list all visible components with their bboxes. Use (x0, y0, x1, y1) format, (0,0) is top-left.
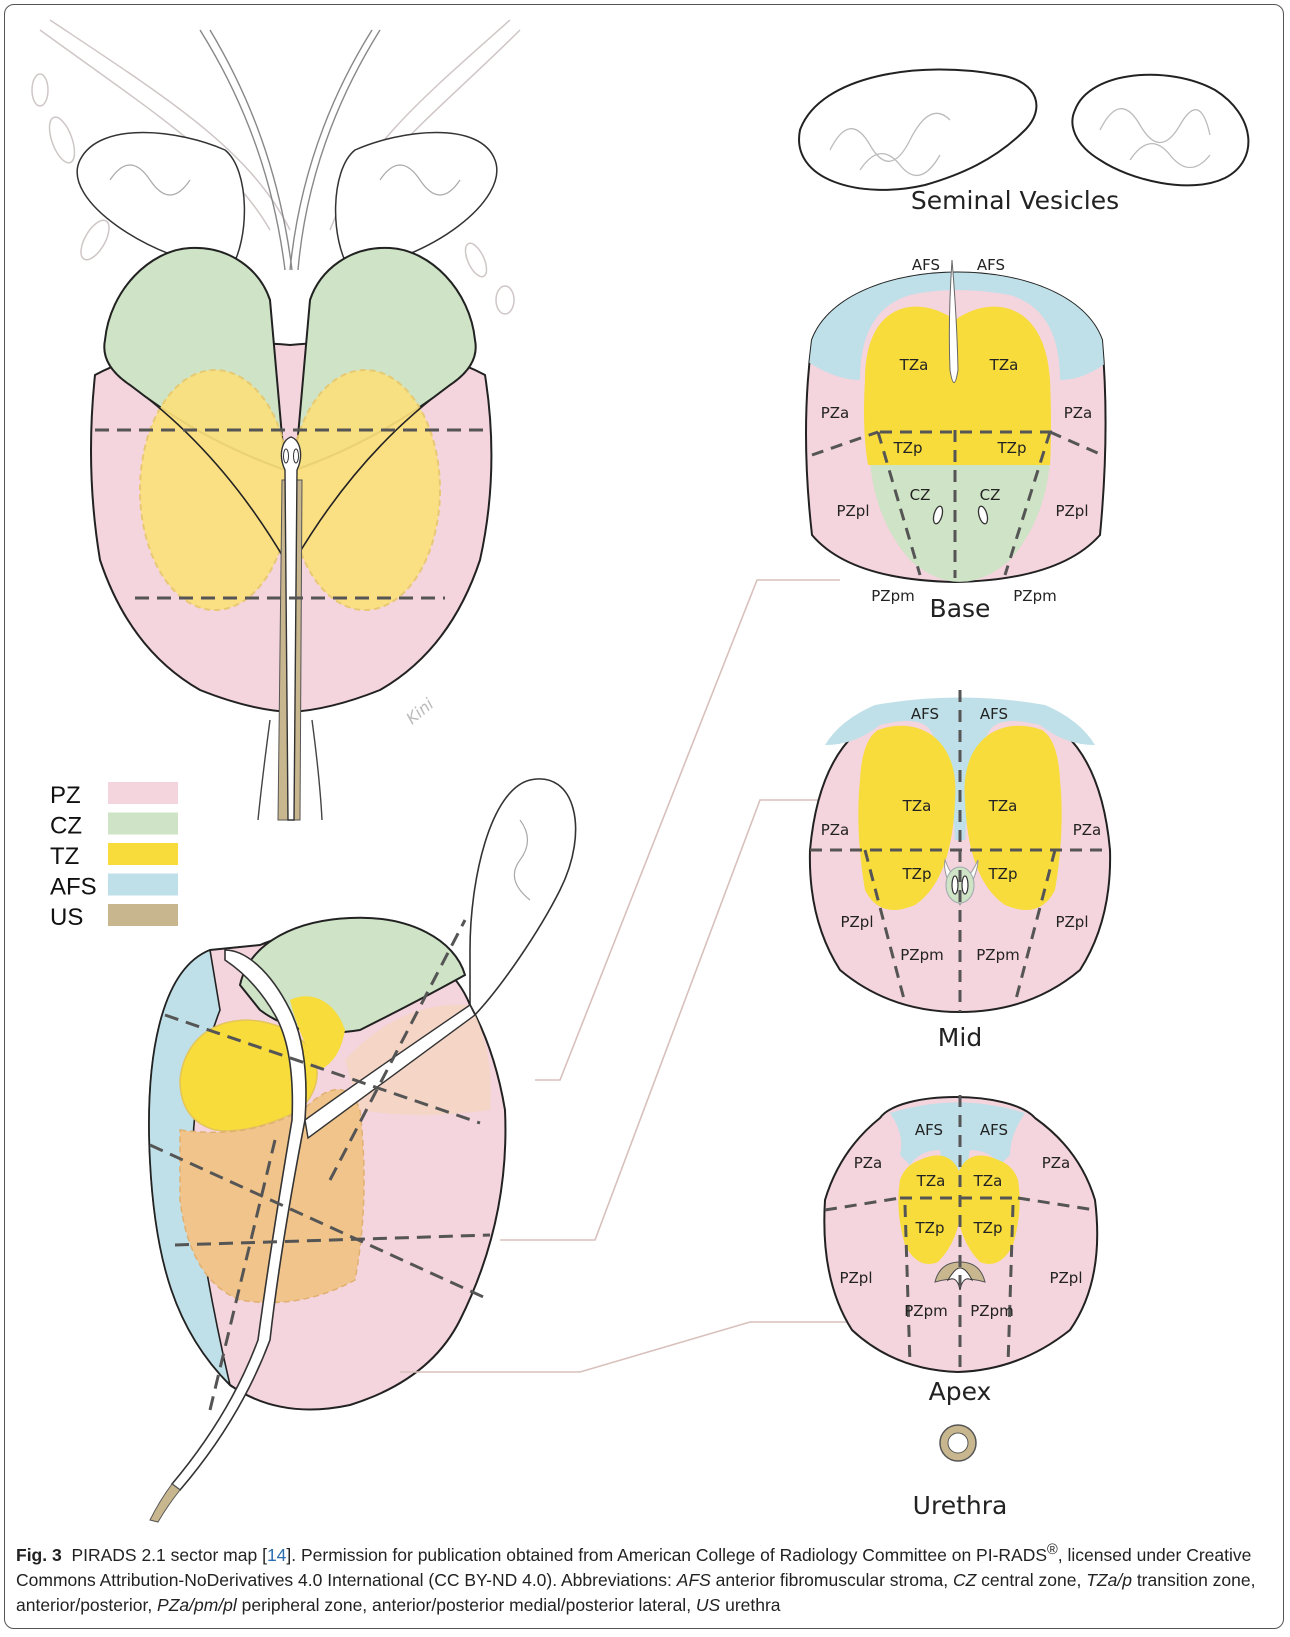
legend-label-cz: CZ (50, 813, 82, 840)
apex-label-tzp-left: TZp (915, 1219, 945, 1237)
base-label-pza-right: PZa (1064, 404, 1093, 422)
apex-label-pza-left: PZa (854, 1154, 883, 1172)
apex-label-afs-left: AFS (915, 1121, 943, 1139)
legend-swatch-afs (108, 874, 178, 896)
base-section: AFS AFS TZa TZa PZa PZa TZp TZp CZ CZ PZ… (805, 240, 1110, 623)
legend-label-pz: PZ (50, 782, 81, 809)
coronal-seminal-vesicle-right (336, 133, 497, 271)
apex-label-pzpl-right: PZpl (1049, 1269, 1082, 1287)
mid-label-pzpl-right: PZpl (1055, 913, 1088, 931)
mid-label-pza-right: PZa (1073, 821, 1102, 839)
seminal-vesicles-title: Seminal Vesicles (911, 186, 1119, 215)
urethra-title: Urethra (913, 1491, 1008, 1520)
urethra-section: Urethra (913, 1425, 1008, 1520)
legend-swatch-tz (108, 843, 178, 865)
mid-label-pza-left: PZa (821, 821, 850, 839)
apex-label-tza-left: TZa (916, 1172, 946, 1190)
base-label-pzpm-left: PZpm (871, 587, 914, 605)
legend: PZ CZ TZ AFS US (50, 782, 178, 931)
mid-label-tzp-right: TZp (988, 865, 1018, 883)
seminal-vesicle-right-cross-section (1072, 75, 1248, 186)
base-label-tzp-left: TZp (893, 439, 923, 457)
mid-label-afs-right: AFS (980, 705, 1008, 723)
seminal-vesicle-left-cross-section (799, 70, 1036, 190)
mid-title: Mid (938, 1023, 982, 1052)
base-label-afs-left: AFS (912, 256, 940, 274)
caption-registered-mark: ® (1047, 1542, 1058, 1558)
artist-signature: Kini (402, 694, 437, 728)
diagram-canvas: Kini PZ CZ TZ AFS US (0, 0, 1290, 1530)
caption-def-pz: peripheral zone, anterior/posterior medi… (237, 1595, 696, 1615)
mid-label-tza-right: TZa (988, 797, 1018, 815)
apex-label-pzpm-left: PZpm (904, 1302, 947, 1320)
caption-abbr-cz: CZ (953, 1570, 976, 1590)
base-title: Base (930, 594, 991, 623)
coronal-seminal-vesicle-left (77, 133, 244, 271)
coronal-tz-left (140, 370, 290, 610)
base-label-afs-right: AFS (977, 256, 1005, 274)
coronal-view: Kini (32, 20, 520, 820)
base-label-pzpl-right: PZpl (1055, 502, 1088, 520)
apex-label-pzpm-right: PZpm (970, 1302, 1013, 1320)
caption-reference-link[interactable]: 14 (267, 1545, 286, 1565)
base-leader-line (535, 580, 840, 1080)
apex-label-pzpl-left: PZpl (839, 1269, 872, 1287)
apex-leader-line (400, 1322, 870, 1372)
caption-def-cz: central zone, (976, 1570, 1086, 1590)
legend-swatch-pz (108, 782, 178, 804)
base-label-tza-right: TZa (989, 356, 1019, 374)
caption-text-1: PIRADS 2.1 sector map [ (71, 1545, 267, 1565)
base-label-cz-right: CZ (980, 486, 1001, 504)
base-label-tzp-right: TZp (997, 439, 1027, 457)
base-label-cz-left: CZ (910, 486, 931, 504)
legend-swatch-cz (108, 813, 178, 835)
sagittal-view (149, 580, 870, 1522)
caption-def-afs: anterior fibromuscular stroma, (711, 1570, 953, 1590)
mid-label-pzpm-left: PZpm (900, 946, 943, 964)
caption-abbr-tz: TZa/p (1086, 1570, 1132, 1590)
mid-label-tza-left: TZa (902, 797, 932, 815)
apex-label-tzp-right: TZp (973, 1219, 1003, 1237)
apex-label-pza-right: PZa (1042, 1154, 1071, 1172)
apex-label-tza-right: TZa (973, 1172, 1003, 1190)
apex-section: AFS AFS PZa PZa TZa TZa TZp TZp PZpl PZp… (824, 1095, 1097, 1406)
caption-abbr-pz: PZa/pm/pl (157, 1595, 237, 1615)
seminal-vesicles-section: Seminal Vesicles (799, 70, 1248, 215)
mid-label-afs-left: AFS (911, 705, 939, 723)
apex-label-afs-right: AFS (980, 1121, 1008, 1139)
coronal-tz-right (290, 370, 440, 610)
mid-label-pzpl-left: PZpl (840, 913, 873, 931)
base-label-pzpl-left: PZpl (836, 502, 869, 520)
caption-text-2: ]. Permission for publication obtained f… (286, 1545, 1047, 1565)
mid-label-pzpm-right: PZpm (976, 946, 1019, 964)
caption-abbr-afs: AFS (677, 1570, 711, 1590)
sagittal-seminal-vesicle (470, 779, 576, 1020)
base-label-pza-left: PZa (821, 404, 850, 422)
legend-label-afs: AFS (50, 874, 97, 901)
apex-title: Apex (929, 1377, 992, 1406)
mid-section: AFS AFS TZa TZa PZa PZa TZp TZp PZpl PZp… (810, 690, 1110, 1052)
mid-label-tzp-left: TZp (902, 865, 932, 883)
legend-label-tz: TZ (50, 843, 79, 870)
base-label-tza-left: TZa (899, 356, 929, 374)
figure-caption: Fig. 3 PIRADS 2.1 sector map [14]. Permi… (16, 1538, 1256, 1618)
legend-label-us: US (50, 904, 83, 931)
figure-label: Fig. 3 (16, 1545, 62, 1565)
base-label-pzpm-right: PZpm (1013, 587, 1056, 605)
caption-def-us: urethra (720, 1595, 780, 1615)
caption-abbr-us: US (696, 1595, 720, 1615)
legend-swatch-us (108, 904, 178, 926)
